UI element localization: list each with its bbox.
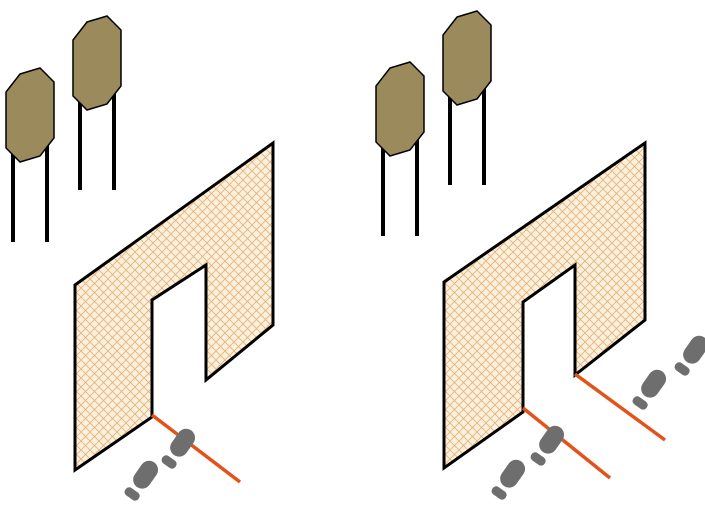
mesh-wall xyxy=(442,140,647,471)
right-panel xyxy=(374,9,705,502)
target-icon xyxy=(4,66,56,244)
mesh-wall xyxy=(73,140,275,473)
footprint-icon xyxy=(630,366,670,412)
footprint-icon xyxy=(489,456,529,502)
foul-line xyxy=(521,406,612,480)
target-icon xyxy=(441,9,493,187)
left-panel xyxy=(4,14,275,503)
target-icon xyxy=(71,14,123,192)
footprint-icon xyxy=(122,457,162,503)
footprint-icon xyxy=(672,332,705,378)
foul-line xyxy=(573,372,667,442)
target-icon xyxy=(374,60,426,238)
foul-line xyxy=(150,413,242,484)
